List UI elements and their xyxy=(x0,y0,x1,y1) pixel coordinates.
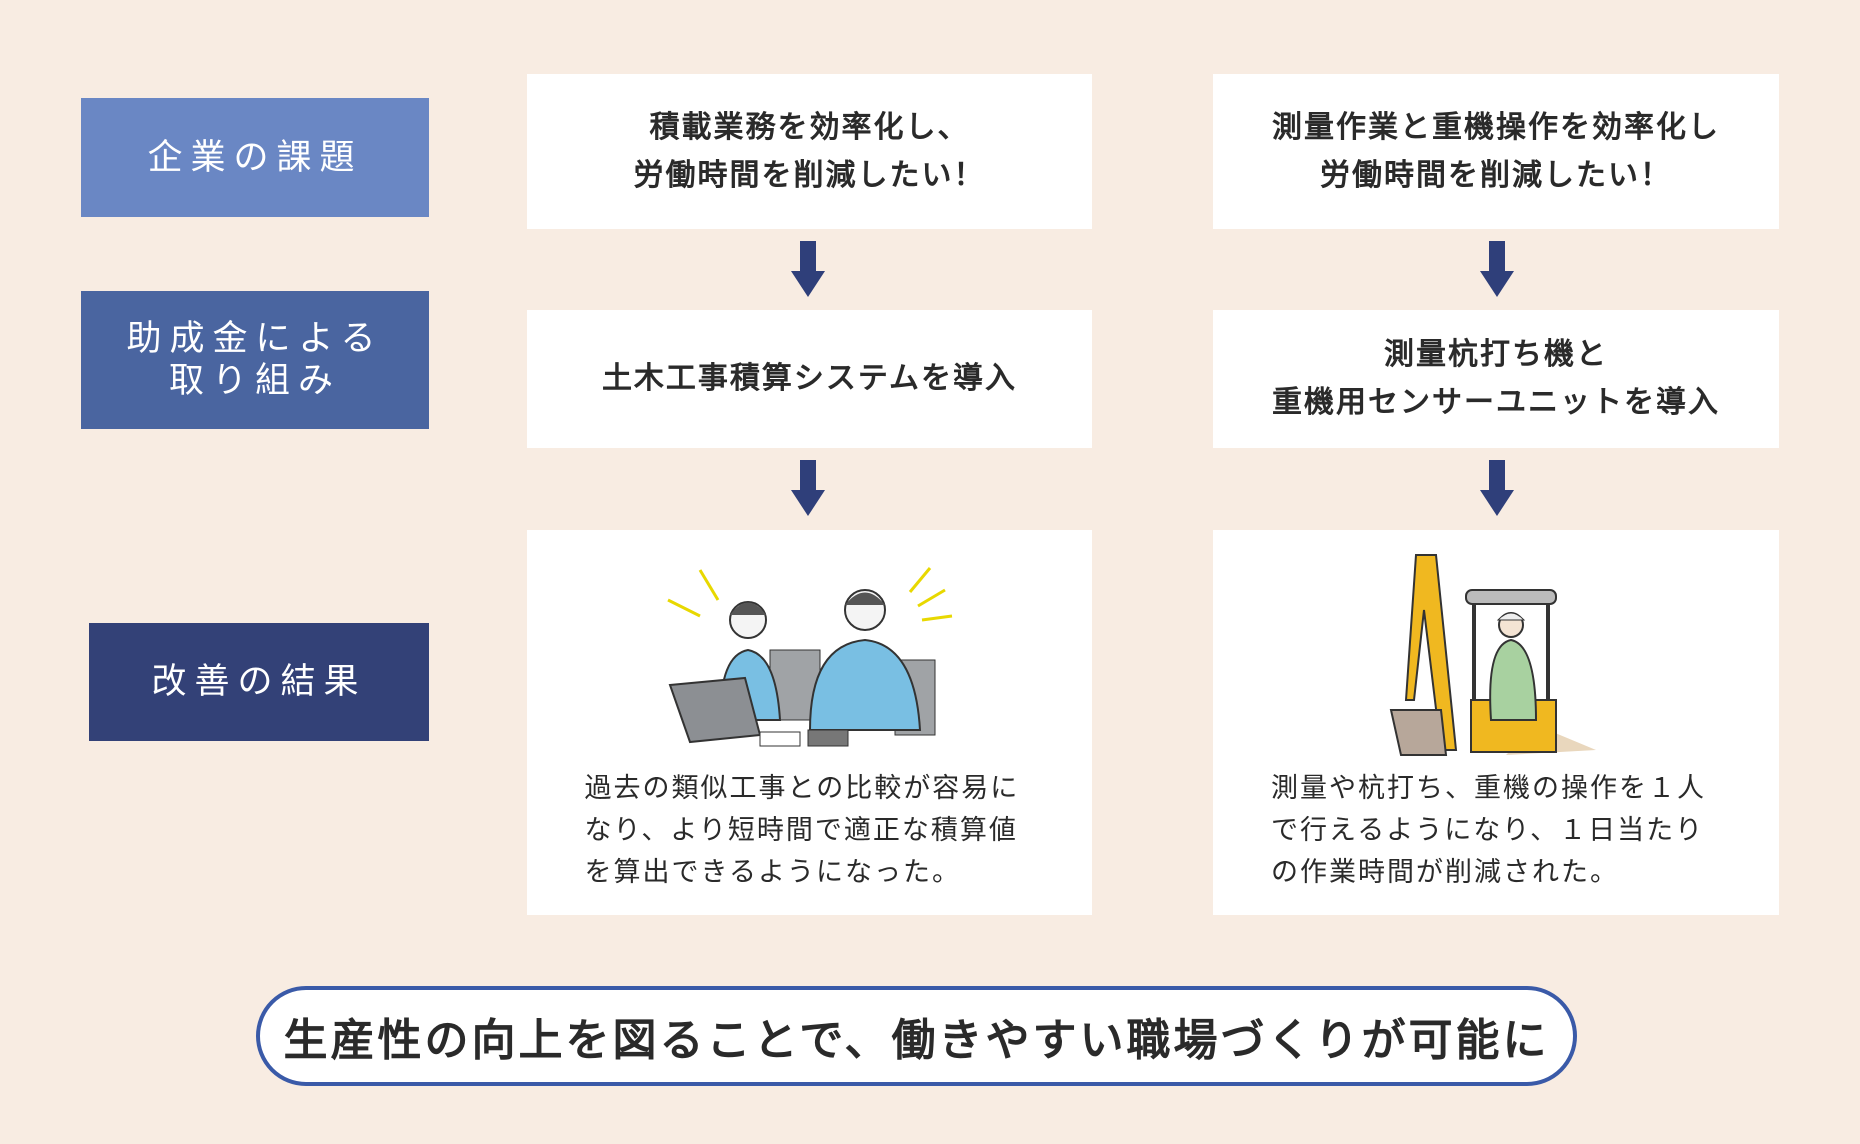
challenge-card-1: 積載業務を効率化し、 労働時間を削減したい！ xyxy=(527,74,1092,229)
label-result: 改善の結果 xyxy=(89,623,429,741)
office-workers-illustration xyxy=(666,567,952,747)
conclusion-banner: 生産性の向上を図ることで、働きやすい職場づくりが可能に xyxy=(256,986,1577,1086)
initiative-card-2: 測量杭打ち機と 重機用センサーユニットを導入 xyxy=(1213,310,1779,448)
label-result-text: 改善の結果 xyxy=(151,662,367,702)
label-initiative-line1: 助成金による xyxy=(126,319,384,359)
challenge-2-line2: 労働時間を削減したい！ xyxy=(1320,157,1672,193)
result-1-text: 過去の類似工事との比較が容易になり、より短時間で適正な積算値を算出できるようにな… xyxy=(584,773,1020,888)
challenge-1-line1: 積載業務を効率化し、 xyxy=(649,109,970,145)
result-card-2: 測量や杭打ち、重機の操作を１人で行えるようになり、１日当たりの作業時間が削減され… xyxy=(1213,530,1779,915)
label-initiative: 助成金による 取り組み xyxy=(81,291,429,429)
label-initiative-line2: 取り組み xyxy=(168,361,341,401)
challenge-card-2: 測量作業と重機操作を効率化し 労働時間を削減したい！ xyxy=(1213,74,1779,229)
initiative-card-1: 土木工事積算システムを導入 xyxy=(527,310,1092,448)
label-challenge-text: 企業の課題 xyxy=(147,137,363,178)
initiative-2-line1: 測量杭打ち機と xyxy=(1384,337,1608,372)
challenge-1-line2: 労働時間を削減したい！ xyxy=(633,157,986,193)
result-2-text: 測量や杭打ち、重機の操作を１人で行えるようになり、１日当たりの作業時間が削減され… xyxy=(1271,773,1706,888)
challenge-2-line1: 測量作業と重機操作を効率化し xyxy=(1272,109,1720,145)
conclusion-text: 生産性の向上を図ることで、働きやすい職場づくりが可能に xyxy=(283,1015,1550,1066)
initiative-2-line2: 重機用センサーユニットを導入 xyxy=(1272,385,1720,420)
label-challenge: 企業の課題 xyxy=(81,98,429,217)
initiative-1-line1: 土木工事積算システムを導入 xyxy=(601,361,1018,396)
result-card-1: 過去の類似工事との比較が容易になり、より短時間で適正な積算値を算出できるようにな… xyxy=(527,530,1092,915)
excavator-illustration xyxy=(1389,554,1596,756)
